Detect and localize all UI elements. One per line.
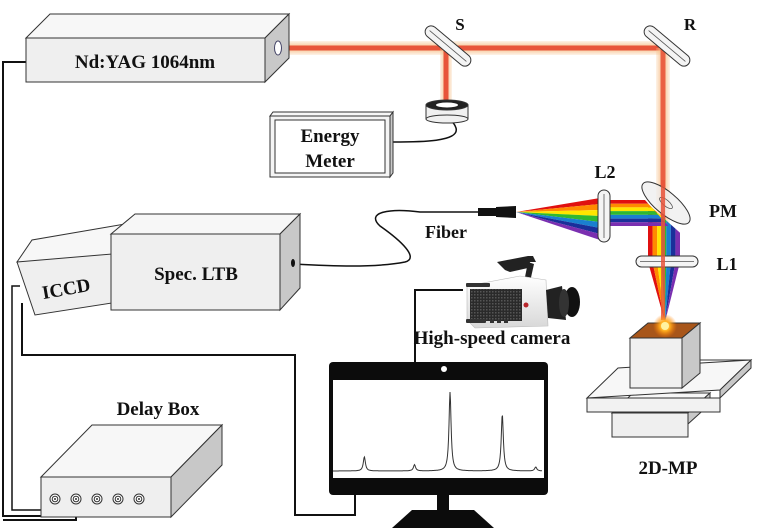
- delay-box: Delay Box: [39, 399, 224, 519]
- vertical-band: [666, 220, 671, 262]
- camera-computer-cable: [414, 289, 463, 362]
- plasma-spark-icon: [653, 314, 677, 338]
- spectrometer-label: Spec. LTB: [154, 264, 238, 285]
- bnc-connector-pin: [54, 498, 56, 500]
- vertical-band: [675, 228, 680, 262]
- lens-l1: L1: [635, 254, 738, 274]
- plasma-emission-light: [516, 198, 680, 322]
- optical-fiber: [293, 209, 480, 267]
- parallel-band: [608, 222, 669, 226]
- camera-label: High-speed camera: [414, 328, 571, 349]
- focus-band: [657, 262, 665, 322]
- energy-sensor-cable: [392, 120, 457, 143]
- focus-band: [648, 262, 665, 322]
- laser-focus-beam: [661, 180, 665, 320]
- bnc-connector-pin: [117, 498, 119, 500]
- reflector-mirror: R: [643, 15, 697, 67]
- bnc-connector-ring: [72, 495, 80, 503]
- lens-l1-label: L1: [716, 254, 737, 274]
- parallel-band: [608, 214, 662, 219]
- fiber-port-icon: [291, 259, 295, 267]
- bnc-connector-pin: [96, 498, 98, 500]
- focus-band: [665, 262, 671, 322]
- fan-band: [516, 204, 600, 212]
- bnc-connector-pin: [138, 498, 140, 500]
- pm-label: PM: [709, 201, 737, 221]
- focus-band: [652, 262, 665, 322]
- parallel-band: [608, 207, 656, 212]
- energy-meter: Energy Meter: [269, 110, 394, 179]
- webcam-icon: [441, 366, 447, 372]
- beam-splitter: S: [424, 15, 472, 67]
- nd-yag-laser: Nd:YAG 1064nm: [24, 12, 291, 84]
- fan-band: [516, 210, 600, 216]
- bnc-connector-ring: [114, 495, 122, 503]
- iccd-camera: ICCD: [16, 223, 126, 316]
- fiber-label: Fiber: [425, 222, 467, 242]
- lens-l2-label: L2: [594, 162, 615, 182]
- laser-label: Nd:YAG 1064nm: [75, 52, 215, 73]
- lens-l2: L2: [594, 162, 616, 243]
- computer-monitor: [329, 362, 548, 528]
- stage-label: 2D-MP: [638, 458, 697, 479]
- laser-aperture-icon: [274, 40, 282, 56]
- splitter-label: S: [455, 15, 464, 34]
- spectrum-trace: [333, 391, 543, 472]
- delay-box-label: Delay Box: [117, 399, 200, 420]
- bnc-connector-pin: [75, 498, 77, 500]
- iccd-computer-cable: [21, 303, 356, 516]
- pierced-mirror: PM: [641, 181, 737, 225]
- energy-meter-label-1: Energy: [300, 126, 360, 147]
- bnc-connector-ring: [51, 495, 59, 503]
- energy-meter-label-2: Meter: [305, 151, 355, 172]
- monitor-screen: [333, 380, 544, 478]
- energy-sensor-head: [425, 99, 469, 124]
- parallel-band: [608, 203, 652, 208]
- fan-band: [516, 198, 600, 212]
- bnc-connectors: [49, 493, 145, 505]
- reflector-label: R: [684, 15, 697, 34]
- parallel-band: [608, 211, 659, 215]
- fan-band: [516, 212, 600, 240]
- high-speed-camera: High-speed camera: [414, 256, 580, 349]
- vertical-band: [670, 224, 676, 262]
- focus-band: [665, 262, 680, 322]
- bnc-connector-ring: [135, 495, 143, 503]
- fiber-connector: Fiber: [425, 206, 516, 242]
- bnc-connector-ring: [93, 495, 101, 503]
- spectrometer: Spec. LTB: [109, 212, 302, 312]
- parallel-band: [608, 218, 666, 223]
- parallel-band: [608, 200, 649, 204]
